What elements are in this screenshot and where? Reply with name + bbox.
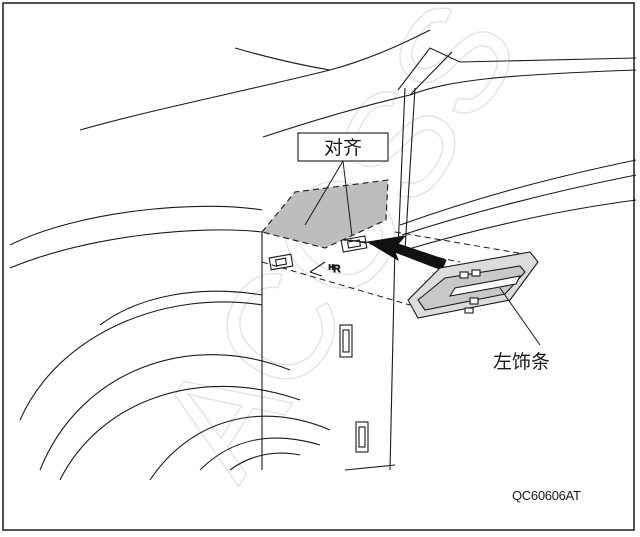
- body-lines: [9, 159, 637, 471]
- figure-code: QC60606AT: [512, 488, 581, 503]
- svg-text:ᴴR: ᴴR: [329, 264, 341, 275]
- align-leader-lines: [304, 160, 353, 237]
- align-label: 对齐: [324, 137, 362, 159]
- wheel: [19, 290, 331, 481]
- left-trim-label: 左饰条: [493, 351, 550, 373]
- diagram-frame: [2, 2, 635, 531]
- left-trim-piece: [407, 251, 539, 319]
- fender-clips: ᴴR: [268, 235, 369, 453]
- trim-leader-line: [499, 287, 541, 346]
- watermark: ACOSS: [124, 0, 552, 505]
- insert-arrow: [366, 235, 447, 271]
- alignment-area: [261, 179, 389, 249]
- svg-text:ACOSS: ACOSS: [124, 0, 551, 504]
